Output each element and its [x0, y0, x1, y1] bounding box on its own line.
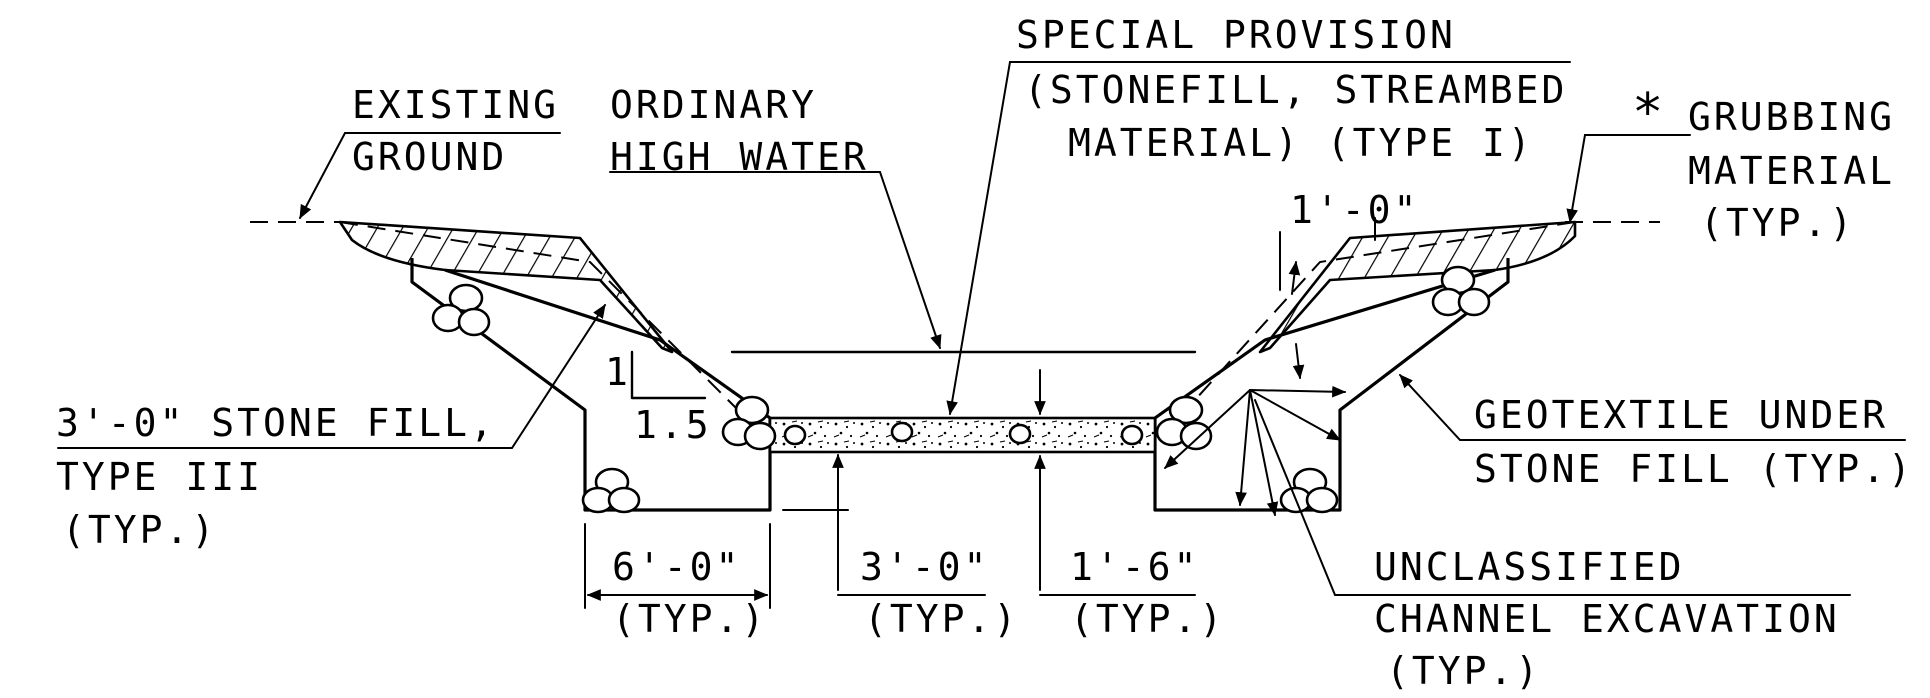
dim-6ft-value: 6'-0" — [612, 545, 741, 589]
special-provision-line-3: MATERIAL) (TYPE I) — [1068, 121, 1534, 165]
grubbing-material-line-1: GRUBBING — [1688, 95, 1895, 139]
excavation-radial-arrows — [1164, 385, 1347, 517]
label-existing-ground: EXISTING GROUND — [352, 83, 559, 179]
grubbing-material-right — [1258, 220, 1577, 354]
label-stone-fill: 3'-0" STONE FILL, TYPE III (TYP.) — [56, 401, 496, 552]
unclassified-line-3: (TYP.) — [1386, 649, 1541, 693]
leader-stone-fill — [57, 304, 606, 449]
existing-ground-line-1: EXISTING — [352, 83, 559, 127]
label-special-provision: SPECIAL PROVISION (STONEFILL, STREAMBED … — [1016, 13, 1567, 165]
dim-1ft6-typ: (TYP.) — [1070, 597, 1225, 641]
slope-rise: 1 — [605, 350, 631, 394]
boulders-left-upper — [431, 283, 491, 337]
special-provision-line-1: SPECIAL PROVISION — [1016, 13, 1456, 57]
label-dim-1ft6: 1'-6" (TYP.) — [1070, 545, 1225, 641]
boulders-right-toe — [1155, 395, 1213, 451]
dim-3ft-typ: (TYP.) — [864, 597, 1019, 641]
dim-6ft-typ: (TYP.) — [612, 597, 767, 641]
slope-indicator — [630, 350, 707, 400]
label-unclassified: UNCLASSIFIED CHANNEL EXCAVATION (TYP.) — [1374, 545, 1840, 693]
dim-label-1ft0: 1'-0" — [1290, 188, 1419, 232]
geotextile-line-1: GEOTEXTILE UNDER — [1474, 393, 1888, 437]
stone-fill-line-3: (TYP.) — [62, 508, 217, 552]
unclassified-line-1: UNCLASSIFIED — [1374, 545, 1685, 589]
stone-fill-left-outline — [410, 258, 772, 512]
leader-unclassified — [1254, 399, 1851, 596]
label-ordinary-high-water: ORDINARY HIGH WATER — [610, 83, 869, 179]
geotextile-line-2: STONE FILL (TYP.) — [1474, 447, 1914, 491]
special-provision-line-2: (STONEFILL, STREAMBED — [1024, 68, 1567, 112]
label-dim-6ft: 6'-0" (TYP.) — [612, 545, 767, 641]
grubbing-material-line-2: MATERIAL — [1688, 149, 1895, 193]
stone-fill-line-2: TYPE III — [56, 455, 263, 499]
leader-existing-ground — [299, 132, 561, 220]
label-grubbing-material: * GRUBBING MATERIAL (TYP.) — [1632, 83, 1895, 245]
ordinary-high-water-line-2: HIGH WATER — [610, 135, 869, 179]
leader-ordinary-high-water — [609, 171, 942, 350]
label-slope: 1 1.5 — [605, 350, 712, 447]
boulders-right-upper — [1431, 265, 1491, 317]
dim-1ft6-value: 1'-6" — [1070, 545, 1199, 589]
stone-fill-line-1: 3'-0" STONE FILL, — [56, 401, 496, 445]
boulders-left-bottom — [581, 467, 641, 514]
dim-arrow-1ft0-top — [1288, 260, 1301, 295]
dim-arrow-1ft0-bottom — [1292, 343, 1305, 380]
leader-special-provision — [946, 61, 1571, 416]
ordinary-high-water-line-1: ORDINARY — [610, 83, 817, 127]
asterisk-symbol: * — [1632, 83, 1666, 143]
dim-3ft-value: 3'-0" — [860, 545, 989, 589]
boulders-left-toe — [721, 395, 777, 451]
streambed-material-layer — [768, 416, 1157, 454]
grubbing-material-line-3: (TYP.) — [1700, 201, 1855, 245]
existing-ground-line-2: GROUND — [352, 135, 507, 179]
grubbing-material-left — [338, 220, 674, 354]
label-dim-3ft: 3'-0" (TYP.) — [860, 545, 1019, 641]
unclassified-line-2: CHANNEL EXCAVATION — [1374, 597, 1840, 641]
leader-grubbing — [1566, 134, 1691, 224]
leader-geotextile — [1399, 374, 1906, 441]
streambed-stones — [783, 421, 1144, 446]
boulders-right-bottom — [1279, 467, 1339, 514]
label-geotextile: GEOTEXTILE UNDER STONE FILL (TYP.) — [1474, 393, 1914, 491]
slope-run: 1.5 — [634, 403, 712, 447]
